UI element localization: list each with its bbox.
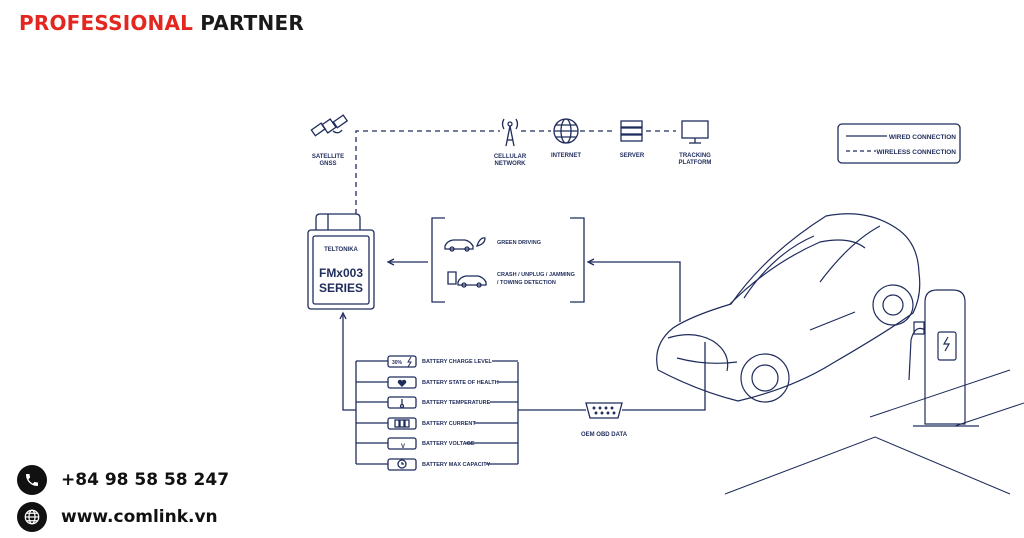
phone-number: +84 98 58 58 247 — [61, 470, 230, 490]
legend-labels: WIRED CONNECTION WIRELESS CONNECTION — [877, 134, 957, 156]
battery-item-3: BATTERY TEMPERATURE — [422, 400, 491, 406]
device-series: SERIES — [319, 281, 363, 295]
monitor-icon — [681, 120, 709, 144]
tracking-sub-label: PLATFORM — [679, 160, 712, 166]
ev-charger-illustration — [908, 289, 979, 427]
tracking-label: TRACKING — [679, 153, 711, 159]
server-label: SERVER — [620, 153, 645, 159]
wireless-link-lines — [355, 130, 676, 214]
fmx003-device — [307, 213, 375, 310]
legend-wireless-label: WIRELESS CONNECTION — [877, 149, 957, 156]
cellular-tower-icon — [501, 118, 519, 147]
legend-wired-label: WIRED CONNECTION — [889, 134, 956, 141]
crash-icon — [447, 271, 487, 288]
event-green-driving: GREEN DRIVING — [497, 240, 541, 246]
voltage-icon: V — [401, 444, 405, 450]
battery-item-2: BATTERY STATE OF HEALTH — [422, 380, 499, 386]
battery-item-6: BATTERY MAX CAPACITY — [422, 462, 491, 468]
satellite-icon — [310, 114, 349, 137]
event-labels: GREEN DRIVING CRASH / UNPLUG / JAMMING /… — [497, 240, 575, 286]
event-crash-line2: / TOWING DETECTION — [497, 280, 556, 286]
battery-list-frames — [356, 355, 518, 471]
heart-icon — [397, 379, 407, 387]
brand-title-dark: PARTNER — [200, 11, 304, 35]
internet-label: INTERNET — [551, 153, 581, 159]
car-leaf-icon — [444, 237, 486, 252]
cellular-sub-label: NETWORK — [495, 161, 527, 167]
battery-item-4: BATTERY CURRENT — [422, 421, 476, 427]
phone-icon — [17, 465, 47, 495]
cellular-label: CELLULAR — [494, 154, 527, 160]
website-contact[interactable]: www.comlink.vn — [17, 502, 218, 532]
obd-label: OEM OBD DATA — [581, 432, 628, 438]
charge-badge: 30% — [392, 360, 403, 366]
battery-item-1: BATTERY CHARGE LEVEL — [422, 359, 493, 365]
brand-title: PROFESSIONAL PARTNER — [19, 11, 304, 35]
event-crash-line1: CRASH / UNPLUG / JAMMING — [497, 272, 575, 278]
lightning-icon — [407, 356, 412, 368]
events-bracket — [431, 217, 585, 303]
parking-floor-lines — [724, 369, 1024, 495]
device-labels: TELTONIKA FMx003 SERIES — [319, 247, 363, 295]
satellite-label: SATELLITE — [312, 154, 344, 160]
obd-connector-icon — [585, 402, 623, 419]
legend-box — [837, 123, 961, 164]
website-url: www.comlink.vn — [61, 507, 218, 527]
brand-title-red: PROFESSIONAL — [19, 11, 194, 35]
node-labels: SATELLITE GNSS CELLULAR NETWORK INTERNET… — [312, 153, 712, 438]
globe-icon — [17, 502, 47, 532]
server-icon — [620, 120, 643, 142]
device-model: FMx003 — [319, 266, 363, 280]
internet-globe-icon — [553, 118, 579, 144]
device-brand: TELTONIKA — [324, 247, 358, 253]
thermometer-icon — [399, 399, 405, 409]
clock-icon — [397, 459, 407, 469]
phone-contact[interactable]: +84 98 58 58 247 — [17, 465, 229, 495]
battery-labels: BATTERY CHARGE LEVEL BATTERY STATE OF HE… — [422, 359, 499, 468]
battery-current-icon — [394, 419, 410, 428]
car-illustration — [656, 213, 921, 403]
wired-link-lines — [327, 214, 706, 464]
satellite-sub-label: GNSS — [319, 161, 336, 167]
battery-item-5: BATTERY VOLTAGE — [422, 441, 475, 447]
